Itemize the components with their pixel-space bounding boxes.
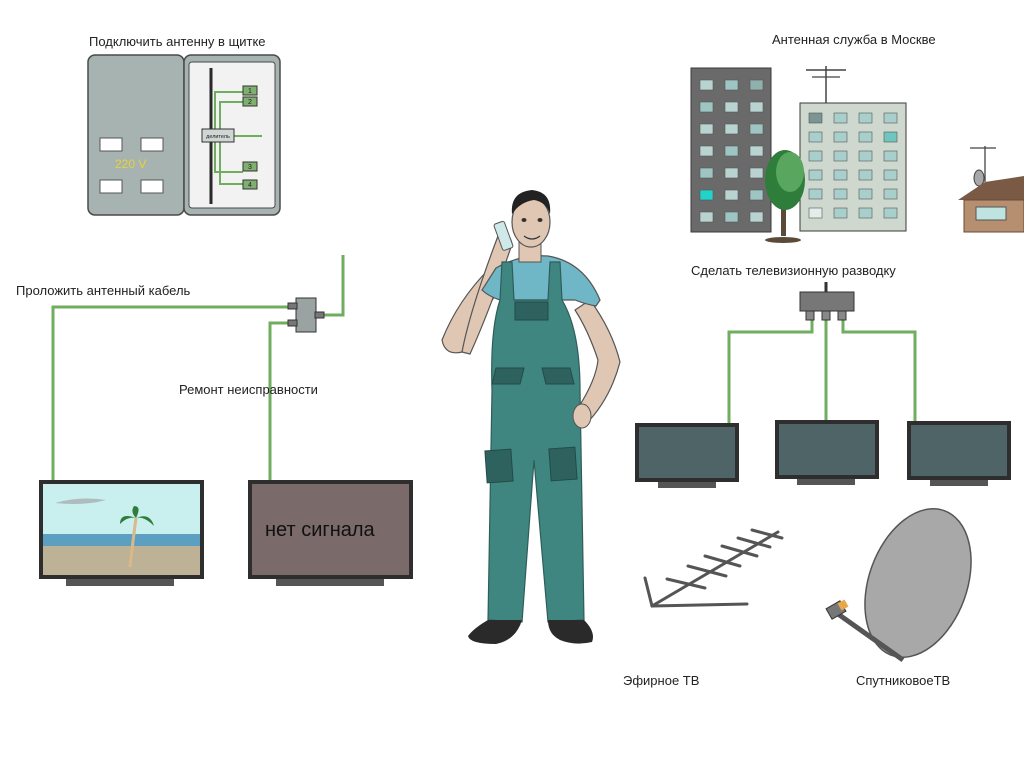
building-window: [749, 79, 764, 91]
building-window: [724, 167, 739, 179]
city-buildings-illustration: [690, 66, 1024, 243]
antenna-cable-run: [51, 255, 345, 480]
building-window: [808, 188, 823, 200]
tv-distribution-wiring: [727, 320, 917, 424]
label-repair: Ремонт неисправности: [179, 382, 318, 397]
distribution-splitter-icon: [799, 282, 855, 321]
building-window: [724, 145, 739, 157]
building-window: [699, 101, 714, 113]
building-window: [699, 145, 714, 157]
building-window: [724, 101, 739, 113]
building-window: [833, 131, 848, 143]
building-window: [858, 169, 873, 181]
label-antenna-service: Антенная служба в Москве: [772, 32, 936, 47]
building-window: [724, 123, 739, 135]
building-window: [808, 112, 823, 124]
label-panel-connect: Подключить антенну в щитке: [89, 34, 266, 49]
building-window: [883, 188, 898, 200]
panel-port-1: 1: [248, 88, 252, 95]
building-window: [858, 188, 873, 200]
building-window: [833, 112, 848, 124]
label-tv-wiring: Сделать телевизионную разводку: [691, 263, 896, 278]
building-window: [808, 150, 823, 162]
tv-room-2: [775, 420, 879, 485]
building-window: [699, 211, 714, 223]
cable-splitter-icon: [287, 297, 325, 333]
building-window: [808, 169, 823, 181]
building-window: [833, 207, 848, 219]
building-window: [858, 131, 873, 143]
no-signal-text: нет сигнала: [265, 519, 375, 541]
label-terrestrial-tv: Эфирное ТВ: [623, 673, 700, 688]
building-window: [724, 211, 739, 223]
building-window: [883, 169, 898, 181]
building-window: [749, 101, 764, 113]
satellite-dish-icon: [825, 507, 972, 663]
panel-port-2: 2: [248, 99, 252, 106]
building-window: [858, 150, 873, 162]
building-window: [749, 145, 764, 157]
building-window: [833, 150, 848, 162]
label-satellite-tv: СпутниковоеТВ: [856, 673, 951, 688]
panel-splitter-label: делитель: [206, 134, 230, 140]
building-window: [808, 207, 823, 219]
panel-voltage-label: 220 V: [115, 157, 147, 171]
building-window: [883, 150, 898, 162]
building-window: [833, 169, 848, 181]
panel-port-3: 3: [248, 164, 252, 171]
tv-room-1: [635, 423, 739, 488]
label-lay-cable: Проложить антенный кабель: [16, 283, 191, 298]
building-window: [724, 189, 739, 201]
building-window: [808, 131, 823, 143]
tv-room-3: [907, 421, 1011, 486]
panel-port-4: 4: [248, 182, 252, 189]
building-window: [699, 189, 714, 201]
terrestrial-antenna-icon: [643, 528, 784, 608]
building-window: [883, 131, 898, 143]
tv-no-signal-screen: [248, 480, 413, 586]
building-window: [699, 79, 714, 91]
building-window: [724, 79, 739, 91]
building-window: [699, 123, 714, 135]
building-window: [858, 207, 873, 219]
technician-illustration: [441, 190, 621, 644]
building-window: [883, 207, 898, 219]
building-window: [749, 123, 764, 135]
building-window: [883, 112, 898, 124]
building-window: [749, 167, 764, 179]
tv-beach-screen: [39, 480, 204, 586]
building-window: [749, 189, 764, 201]
building-window: [858, 112, 873, 124]
building-window: [699, 167, 714, 179]
building-window: [749, 211, 764, 223]
building-window: [833, 188, 848, 200]
electrical-panel-illustration: [87, 54, 281, 216]
